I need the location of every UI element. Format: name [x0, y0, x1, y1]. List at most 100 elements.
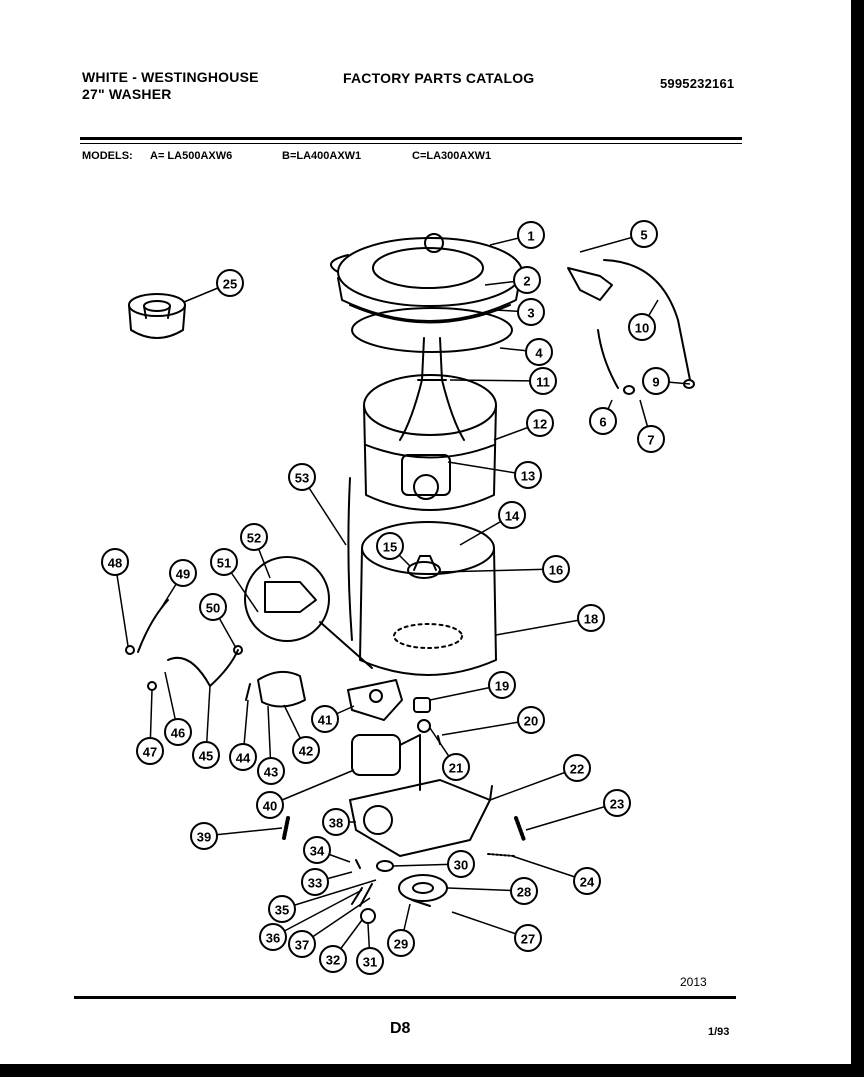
svg-text:23: 23: [610, 797, 624, 812]
svg-text:44: 44: [236, 751, 251, 766]
svg-text:29: 29: [394, 937, 408, 952]
part-4-drawing: [351, 307, 513, 353]
svg-text:21: 21: [449, 761, 463, 776]
svg-text:52: 52: [247, 531, 261, 546]
callout-32: 32: [319, 945, 347, 973]
svg-text:3: 3: [527, 306, 534, 321]
part-11-drawing: [399, 337, 465, 441]
leader-line-18: [495, 617, 592, 636]
callout-53: 53: [288, 463, 316, 491]
leader-line-16: [437, 568, 557, 573]
revision-date: 1/93: [708, 1026, 730, 1038]
part-28-drawing: [398, 874, 448, 907]
callout-31: 31: [356, 947, 384, 975]
callout-30: 30: [447, 850, 475, 878]
svg-text:24: 24: [580, 875, 595, 890]
part-13-drawing: [401, 454, 451, 500]
svg-text:53: 53: [295, 471, 309, 486]
models-label: MODELS:: [82, 150, 133, 162]
svg-text:42: 42: [299, 744, 313, 759]
callout-45: 45: [192, 741, 220, 769]
svg-text:45: 45: [199, 749, 213, 764]
callout-18: 18: [577, 604, 605, 632]
leader-line-22: [489, 767, 578, 801]
part-53-drawing: [347, 477, 353, 641]
callout-7: 7: [637, 425, 665, 453]
svg-text:41: 41: [318, 713, 332, 728]
callout-12: 12: [526, 409, 554, 437]
callout-9: 9: [642, 367, 670, 395]
svg-text:28: 28: [517, 885, 531, 900]
svg-text:12: 12: [533, 417, 547, 432]
part-25-drawing: [128, 293, 186, 339]
svg-text:9: 9: [652, 375, 659, 390]
callout-36: 36: [259, 923, 287, 951]
callout-27: 27: [514, 924, 542, 952]
callout-47: 47: [136, 737, 164, 765]
callout-29: 29: [387, 929, 415, 957]
svg-text:4: 4: [535, 346, 543, 361]
callout-2: 2: [513, 266, 541, 294]
callout-22: 22: [563, 754, 591, 782]
drawing-number: 2013: [680, 975, 707, 989]
svg-text:11: 11: [536, 375, 550, 390]
callout-6: 6: [589, 407, 617, 435]
svg-text:51: 51: [217, 556, 231, 571]
callout-39: 39: [190, 822, 218, 850]
svg-text:38: 38: [329, 816, 343, 831]
callout-51: 51: [210, 548, 238, 576]
svg-text:22: 22: [570, 762, 584, 777]
callout-21: 21: [442, 753, 470, 781]
callout-15: 15: [376, 532, 404, 560]
svg-text:16: 16: [549, 563, 563, 578]
svg-text:48: 48: [108, 556, 122, 571]
callout-5: 5: [630, 220, 658, 248]
callout-28: 28: [510, 877, 538, 905]
svg-text:36: 36: [266, 931, 280, 946]
scan-border-bottom: [0, 1064, 864, 1077]
leader-line-35: [281, 879, 377, 910]
part-1-3-drawing: [329, 233, 523, 324]
part-51-52-drawing: [244, 556, 373, 669]
footer-rule: [74, 996, 736, 999]
callout-46: 46: [164, 718, 192, 746]
leader-line-20: [441, 719, 532, 736]
callout-13: 13: [514, 461, 542, 489]
svg-text:14: 14: [505, 509, 520, 524]
part-39-drawing: [282, 816, 290, 840]
model-b: B=LA400AXW1: [282, 150, 362, 162]
leader-line-48: [114, 561, 129, 647]
callout-50: 50: [199, 593, 227, 621]
svg-text:7: 7: [647, 433, 654, 448]
svg-text:25: 25: [223, 277, 237, 292]
callout-14: 14: [498, 501, 526, 529]
callout-38: 38: [322, 808, 350, 836]
callout-40: 40: [256, 791, 284, 819]
svg-text:15: 15: [383, 540, 397, 555]
callout-49: 49: [169, 559, 197, 587]
part-40-drawing: [351, 734, 421, 791]
callout-10: 10: [628, 313, 656, 341]
svg-text:33: 33: [308, 876, 322, 891]
svg-text:30: 30: [454, 858, 468, 873]
callout-34: 34: [303, 836, 331, 864]
callout-35: 35: [268, 895, 296, 923]
svg-text:47: 47: [143, 745, 157, 760]
header-rule-thin: [80, 143, 742, 144]
callout-19: 19: [488, 671, 516, 699]
svg-text:37: 37: [295, 938, 309, 953]
svg-text:34: 34: [310, 844, 325, 859]
callout-20: 20: [517, 706, 545, 734]
page-code: D8: [390, 1020, 411, 1037]
svg-text:2: 2: [523, 274, 530, 289]
callout-16: 16: [542, 555, 570, 583]
part-15-16-drawing: [407, 555, 441, 579]
callout-4: 4: [525, 338, 553, 366]
callout-43: 43: [257, 757, 285, 785]
svg-text:40: 40: [263, 799, 277, 814]
svg-text:31: 31: [363, 955, 377, 970]
callout-24: 24: [573, 867, 601, 895]
callout-11: 11: [529, 367, 557, 395]
svg-text:43: 43: [264, 765, 278, 780]
model-a: A= LA500AXW6: [150, 150, 233, 162]
